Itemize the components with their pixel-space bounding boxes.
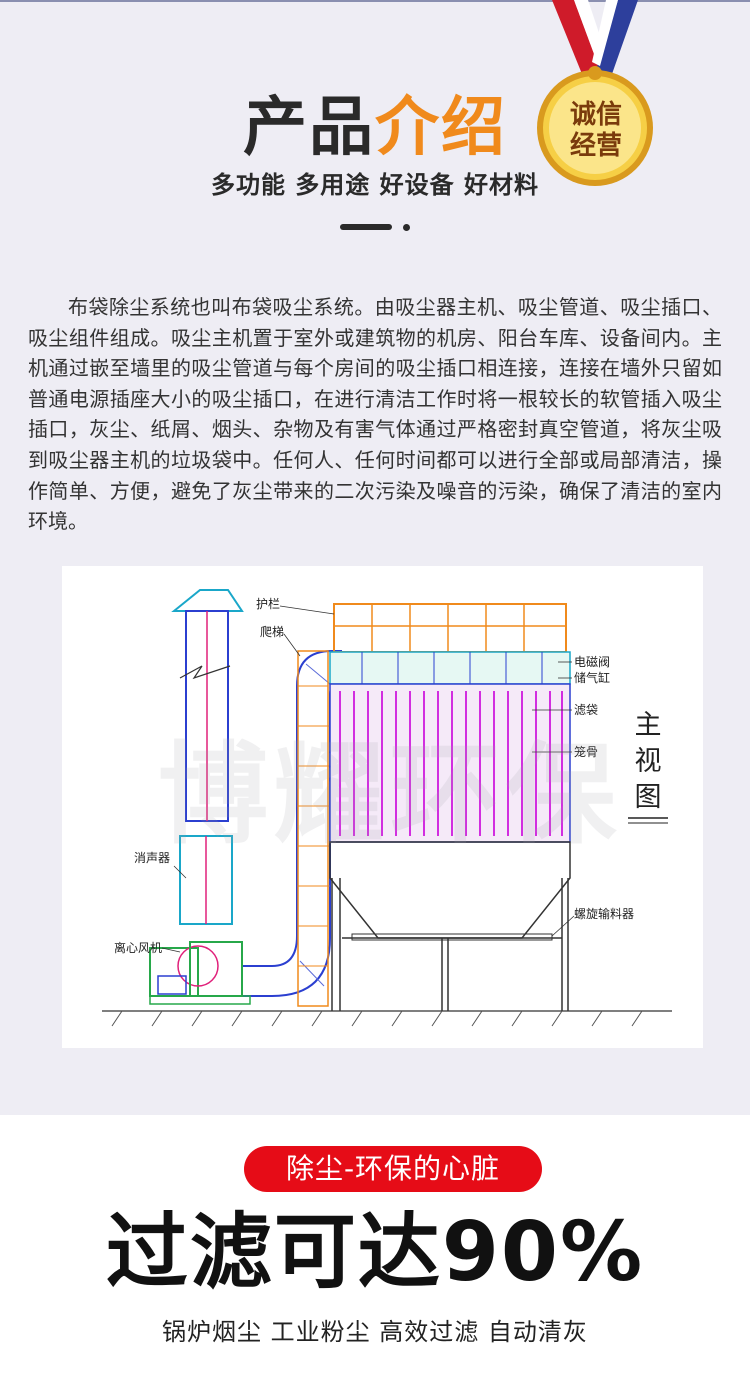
dust-collector-diagram: 护栏 爬梯 电磁阀 储气缸 滤袋 笼骨 消声器 离心风机 螺旋输料器 主 视 图	[62, 566, 703, 1048]
title-part1: 产品	[243, 91, 375, 165]
view-title-2: 视	[635, 746, 662, 776]
title-part2: 介绍	[375, 91, 507, 165]
tagline-pill: 除尘-环保的心脏	[244, 1146, 542, 1192]
label-cage: 笼骨	[574, 744, 598, 759]
divider-dot	[403, 224, 410, 231]
label-guardrail: 护栏	[256, 596, 280, 611]
feature-list: 锅炉烟尘 工业粉尘 高效过滤 自动清灰	[162, 1318, 588, 1346]
headline: 过滤可达90%	[105, 1205, 645, 1300]
page-title: 产品介绍	[0, 88, 750, 168]
divider-bar	[340, 224, 392, 230]
medal-line2: 经营	[569, 131, 622, 161]
label-screw-conveyor: 螺旋输料器	[574, 906, 634, 921]
intro-paragraph: 布袋除尘系统也叫布袋吸尘系统。由吸尘器主机、吸尘管道、吸尘插口、吸尘组件组成。吸…	[28, 295, 722, 534]
label-muffler: 消声器	[134, 851, 170, 865]
medal-icon	[537, 0, 653, 186]
page-subtitle: 多功能 多用途 好设备 好材料	[210, 171, 540, 199]
label-solenoid-valve: 电磁阀	[574, 654, 610, 669]
label-fan: 离心风机	[114, 940, 162, 955]
label-filter-bag: 滤袋	[574, 703, 598, 717]
label-air-tank: 储气缸	[574, 670, 610, 685]
label-ladder: 爬梯	[260, 625, 284, 639]
top-border	[0, 0, 750, 2]
medal-text: 诚信 经营	[548, 100, 644, 162]
view-title-3: 图	[635, 782, 662, 812]
view-title-1: 主	[635, 710, 662, 740]
medal-line1: 诚信	[569, 100, 622, 130]
